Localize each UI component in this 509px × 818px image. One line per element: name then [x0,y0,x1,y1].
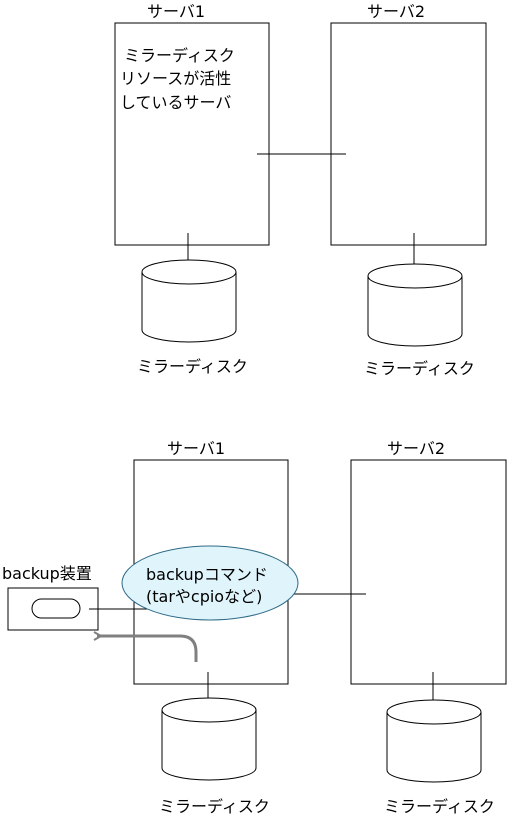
top-server1-note-line1: ミラーディスク [124,46,235,65]
bottom-server2-box [350,459,507,685]
bottom-disk2 [386,699,482,783]
top-disk2 [367,263,463,347]
bottom-disk2-label: ミラーディスク [384,797,495,816]
backup-command-line1: backupコマンド [146,565,268,584]
backup-device-slot [31,598,81,619]
bottom-disk1-label: ミラーディスク [159,797,270,816]
top-disk1-label: ミラーディスク [137,357,248,376]
top-server1-box [114,22,270,246]
bottom-disk2-body [386,712,482,783]
top-disk2-top [367,263,463,289]
bottom-disk1-body [161,710,257,781]
backup-command-ellipse [121,545,299,621]
bottom-disk2-top [386,699,482,725]
top-disk2-label: ミラーディスク [364,359,475,378]
top-server1-title: サーバ1 [147,2,205,21]
bottom-diagram: サーバ1 サーバ2 backup装置 backupコマンド (tarやcpioな… [2,439,507,816]
backup-command-line2: (tarやcpioなど) [146,587,262,606]
top-disk2-body [367,276,463,347]
top-disk1-body [141,272,237,343]
bottom-disk1-top [161,697,257,723]
backup-arrow [97,636,198,662]
top-server2-box [330,22,487,246]
top-server1-note-line2: リソースが活性 [120,69,231,88]
top-disk1-top [141,259,237,285]
top-diagram: サーバ1 ミラーディスク リソースが活性 しているサーバ サーバ2 ミラーディス… [114,2,487,378]
backup-device-label: backup装置 [2,564,92,583]
top-server2-title: サーバ2 [367,2,425,21]
bottom-server2-title: サーバ2 [387,439,445,458]
top-server1-note-line3: しているサーバ [120,93,231,112]
bottom-server1-title: サーバ1 [167,439,225,458]
top-disk1 [141,259,237,343]
bottom-disk1 [161,697,257,781]
